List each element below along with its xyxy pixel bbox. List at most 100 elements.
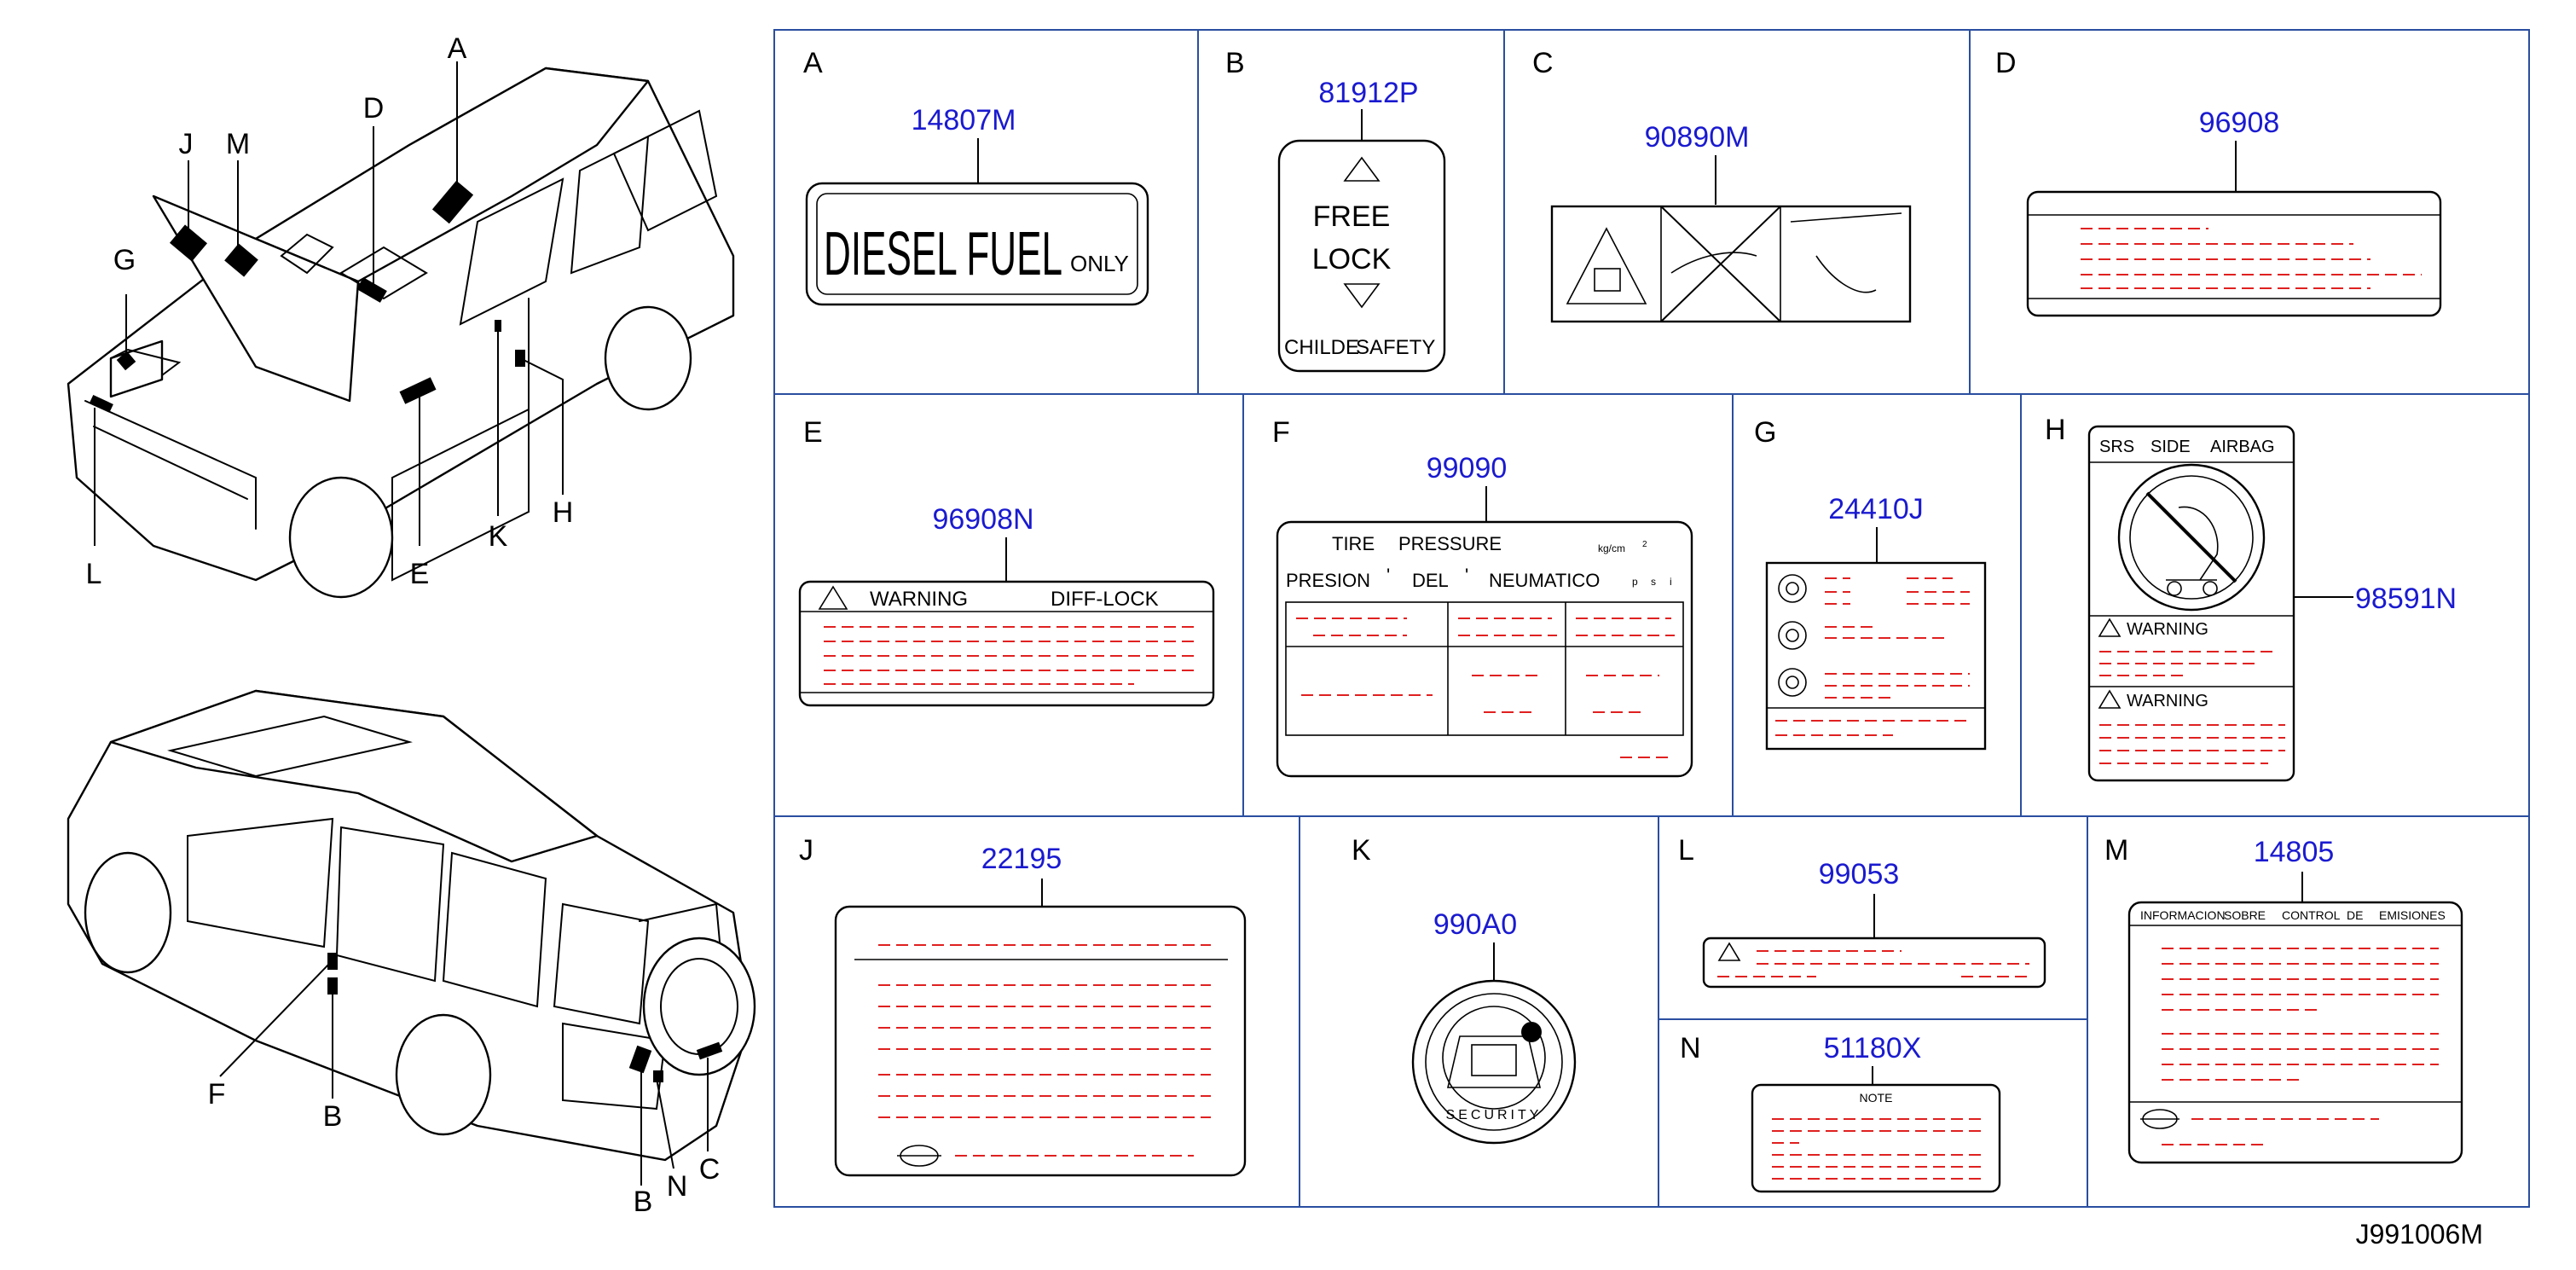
- panel-e-diff-lock: DIFF-LOCK: [1051, 588, 1159, 611]
- callout-f: F: [208, 1078, 226, 1111]
- panel-m-part-number: 14805: [2254, 836, 2335, 868]
- panel-h-srs: SRS: [2099, 438, 2134, 456]
- panel-h-part-number: 98591N: [2355, 583, 2457, 615]
- panel-m-de: DE: [2347, 908, 2363, 922]
- panel-h-airbag: AIRBAG: [2210, 438, 2275, 456]
- panel-g-letter: G: [1754, 416, 1776, 449]
- panel-a-only: ONLY: [1070, 251, 1129, 276]
- panel-f-part-number: 99090: [1427, 452, 1508, 484]
- panel-f-presion: PRESION: [1286, 570, 1370, 591]
- panel-f-unit-exp: 2: [1642, 540, 1647, 549]
- panel-h-side: SIDE: [2151, 438, 2191, 456]
- callout-d: D: [363, 92, 385, 125]
- panel-e-warning: WARNING: [870, 588, 968, 611]
- panel-e: E 96908N WARNING DIFF-LOCK: [798, 416, 1215, 707]
- panel-k: K 990A0 SECURITY: [1352, 834, 1577, 1145]
- panel-d-letter: D: [1995, 47, 2017, 79]
- car-rear-view: [67, 689, 756, 1186]
- panel-a: A 14807M DIESEL FUEL ONLY: [803, 47, 1149, 306]
- panel-f-pressure: PRESSURE: [1398, 533, 1502, 554]
- panel-g: G 24410J: [1754, 416, 1987, 751]
- panel-f-tire: TIRE: [1332, 533, 1375, 554]
- panel-k-part-number: 990A0: [1433, 908, 1517, 941]
- fan-icon: [1778, 574, 1807, 603]
- panel-h-letter: H: [2045, 414, 2066, 446]
- callout-c: C: [699, 1153, 721, 1186]
- callout-j: J: [179, 128, 194, 160]
- panel-e-letter: E: [803, 416, 823, 449]
- panel-n-letter: N: [1680, 1032, 1701, 1064]
- panel-m-informacion: INFORMACION: [2140, 908, 2226, 922]
- panel-f-letter: F: [1272, 416, 1290, 449]
- panel-d-part-number: 96908: [2199, 107, 2280, 139]
- panel-n: N 51180X NOTE: [1680, 1032, 2001, 1193]
- panel-j-letter: J: [799, 834, 813, 867]
- diagram-code: J991006M: [2356, 1219, 2483, 1250]
- panel-b-free: FREE: [1313, 200, 1391, 233]
- panel-m: M 14805 INFORMACION SOBRE CONTROL DE EMI…: [2104, 834, 2463, 1164]
- callout-e: E: [410, 558, 430, 590]
- panel-f-unit-kg: kg/cm: [1598, 542, 1625, 554]
- panel-e-part-number: 96908N: [932, 503, 1033, 536]
- callout-m: M: [226, 128, 250, 160]
- panel-f-unit-i: i: [1670, 576, 1672, 588]
- panel-m-emisiones: EMISIONES: [2379, 908, 2446, 922]
- panel-l-letter: L: [1678, 834, 1694, 867]
- panel-c-letter: C: [1532, 47, 1554, 79]
- hand-icon: [1790, 212, 1902, 293]
- callout-h: H: [553, 496, 574, 529]
- callout-b-door: B: [323, 1100, 343, 1133]
- warning-triangle-icon: [1717, 942, 1741, 961]
- panel-h: H SRS SIDE AIRBAG WARNING WARNING 98591N: [2045, 414, 2457, 782]
- callout-b-rear: B: [634, 1186, 653, 1218]
- security-seal: [1411, 979, 1577, 1145]
- panel-f-neumatico: NEUMATICO: [1489, 570, 1600, 591]
- panel-m-letter: M: [2104, 834, 2128, 867]
- panel-c-part-number: 90890M: [1645, 121, 1750, 154]
- panel-m-sobre: SOBRE: [2224, 908, 2266, 922]
- label-grid: [773, 29, 2530, 1208]
- callout-k: K: [489, 520, 508, 553]
- panel-n-note: NOTE: [1860, 1091, 1893, 1105]
- panel-j: J 22195: [799, 834, 1247, 1177]
- panel-f: F 99090 TIRE PRESSURE kg/cm 2 PRESION ' …: [1272, 416, 1693, 778]
- panel-a-diesel-fuel: DIESEL FUEL: [824, 220, 1062, 288]
- panel-a-letter: A: [803, 47, 823, 79]
- key-icon: [1521, 1022, 1542, 1042]
- panel-b-childe: CHILDE: [1284, 336, 1359, 359]
- callout-a: A: [448, 32, 467, 65]
- callout-n: N: [667, 1170, 688, 1203]
- panel-m-control: CONTROL: [2282, 908, 2341, 922]
- panel-b: B 81912P FREE LOCK CHILDE SAFETY: [1225, 47, 1446, 373]
- warning-triangle-icon: [818, 585, 848, 610]
- panel-k-security: SECURITY: [1446, 1108, 1543, 1122]
- panel-f-unit-s: s: [1651, 576, 1656, 588]
- bottom-car-callouts: F B B N C: [208, 1078, 721, 1218]
- panel-f-unit-p: p: [1632, 576, 1638, 588]
- panel-l-part-number: 99053: [1819, 858, 1900, 890]
- panel-a-part-number: 14807M: [912, 104, 1016, 136]
- panel-b-part-number: 81912P: [1318, 77, 1418, 109]
- panel-n-part-number: 51180X: [1824, 1032, 1922, 1064]
- hand-icon: [1670, 252, 1757, 274]
- fan-icon: [1778, 621, 1807, 650]
- warning-triangle-icon: [2098, 689, 2122, 709]
- panel-h-warning-1: WARNING: [2127, 620, 2208, 639]
- panel-f-tick1: ': [1386, 565, 1390, 586]
- warning-triangle-icon: [2098, 618, 2122, 637]
- callout-l: L: [86, 558, 102, 590]
- warning-triangle-icon: [1566, 227, 1647, 304]
- panel-k-letter: K: [1352, 834, 1371, 867]
- top-car-callouts: A J M D G L E K H: [86, 32, 574, 590]
- callout-g: G: [113, 244, 136, 276]
- car-front-view: [67, 61, 735, 599]
- panel-f-del: DEL: [1412, 570, 1449, 591]
- panel-b-letter: B: [1225, 47, 1245, 79]
- panel-b-safety: SAFETY: [1356, 336, 1435, 359]
- panel-c: C 90890M: [1532, 47, 1912, 323]
- panel-f-tick2: ': [1465, 565, 1468, 586]
- panel-d: D 96908: [1995, 47, 2442, 317]
- panel-b-lock: LOCK: [1312, 243, 1392, 275]
